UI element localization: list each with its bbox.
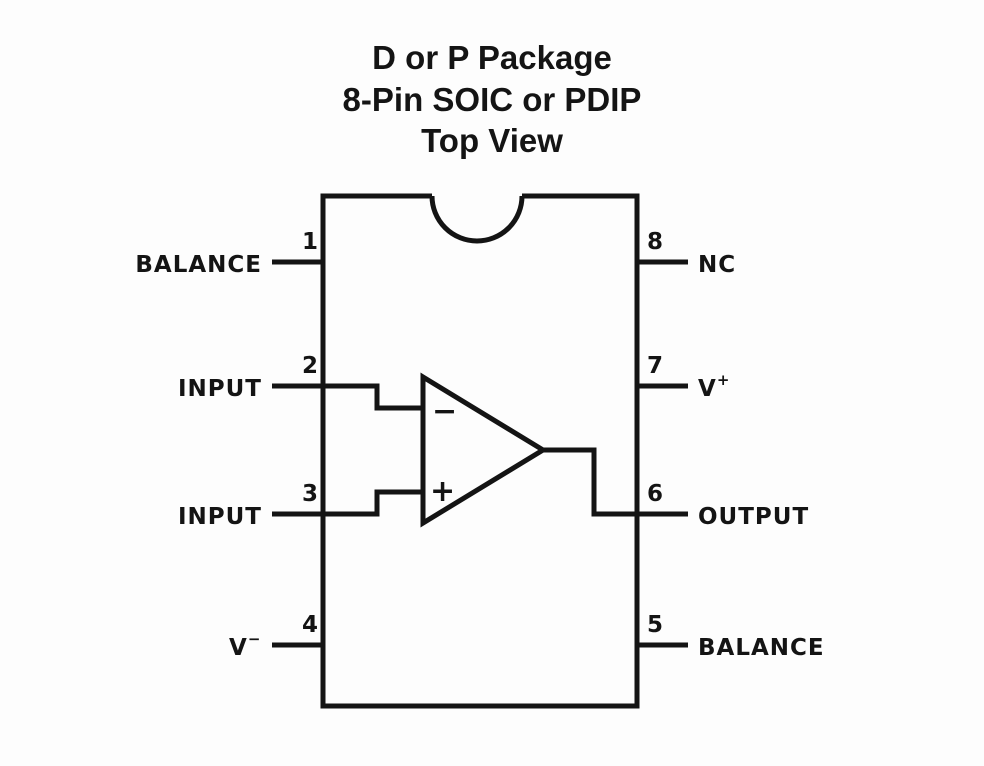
pin-6-label: OUTPUT <box>698 504 809 530</box>
pin-1-number: 1 <box>302 229 318 255</box>
pin-8-number: 8 <box>647 229 663 255</box>
pin-7-label-text: V <box>698 376 717 402</box>
pin-5-number: 5 <box>647 612 663 638</box>
pin-4-number: 4 <box>302 612 318 638</box>
wire-inverting-input <box>323 383 423 411</box>
pin-3-number: 3 <box>302 481 318 507</box>
pin-7-label: V+ <box>698 371 730 402</box>
pin-2-label: INPUT <box>178 376 262 402</box>
wire-noninverting-input <box>323 489 423 517</box>
pin-6-number: 6 <box>647 481 663 507</box>
opamp-symbol <box>420 372 548 528</box>
pin-2-number: 2 <box>302 353 318 379</box>
title-pin-type: 8-Pin SOIC or PDIP <box>342 81 642 118</box>
pin-8-label: NC <box>698 252 736 278</box>
pin-7-superscript: + <box>717 371 731 389</box>
pin-7-number: 7 <box>647 353 663 379</box>
pin-3-label: INPUT <box>178 504 262 530</box>
pin-4-superscript: − <box>248 630 262 648</box>
title-view: Top View <box>421 122 563 159</box>
pin-4-label-text: V <box>229 635 248 661</box>
package-body <box>320 193 640 709</box>
package-notch <box>429 195 525 244</box>
inverting-sign: − <box>432 394 457 429</box>
pin-5-label: BALANCE <box>698 635 825 661</box>
pin-1-label: BALANCE <box>135 252 262 278</box>
noninverting-sign: + <box>430 474 455 509</box>
pin-4-label: V− <box>229 630 261 661</box>
title-package: D or P Package <box>372 39 612 76</box>
wire-output <box>543 447 637 517</box>
